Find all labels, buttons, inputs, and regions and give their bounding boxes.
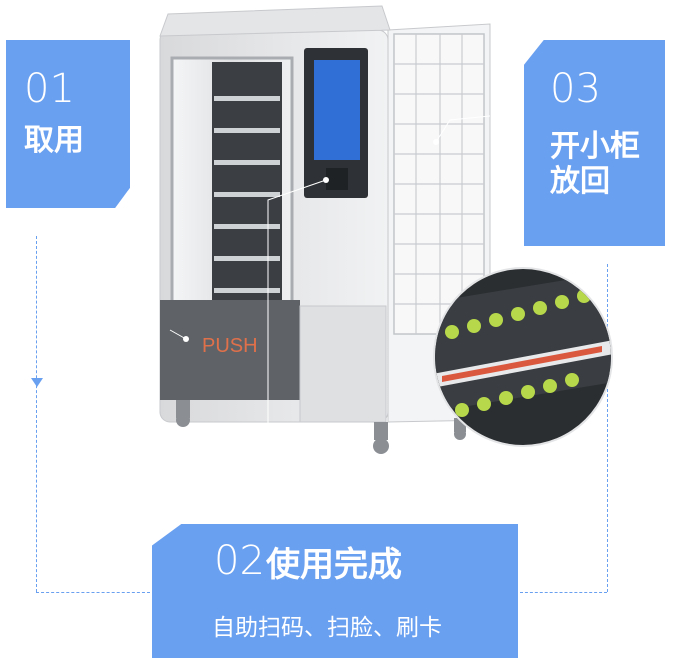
product-shelves (214, 96, 280, 293)
step-01-label: 取用 (24, 123, 84, 158)
step-01-tag: 01 取用 (6, 40, 130, 208)
step-02-number: 02 (214, 538, 265, 584)
step-02-sublabel: 自助扫码、扫脸、刷卡 (212, 615, 442, 641)
flow-line-right-bottom (520, 592, 607, 593)
step-02-label: 使用完成 (266, 545, 402, 585)
step-03-tag: 03 开小柜放回 (524, 40, 665, 246)
locker-detail-zoom (433, 267, 613, 447)
push-label: PUSH (202, 335, 258, 357)
step-02-tag: 02 使用完成 自助扫码、扫脸、刷卡 (152, 524, 518, 658)
step-03-number: 03 (550, 66, 601, 112)
casters (176, 400, 466, 454)
touch-screen (314, 60, 360, 160)
step-01-number: 01 (24, 66, 75, 112)
flow-line-left-bottom (36, 592, 150, 593)
flow-arrow-down-icon (31, 378, 43, 387)
flow-line-right (607, 264, 608, 592)
vending-machine-illustration: PUSH (159, 5, 491, 454)
step-03-label: 开小柜放回 (550, 129, 640, 199)
flow-line-left (36, 236, 37, 592)
scanner-window (326, 168, 348, 190)
